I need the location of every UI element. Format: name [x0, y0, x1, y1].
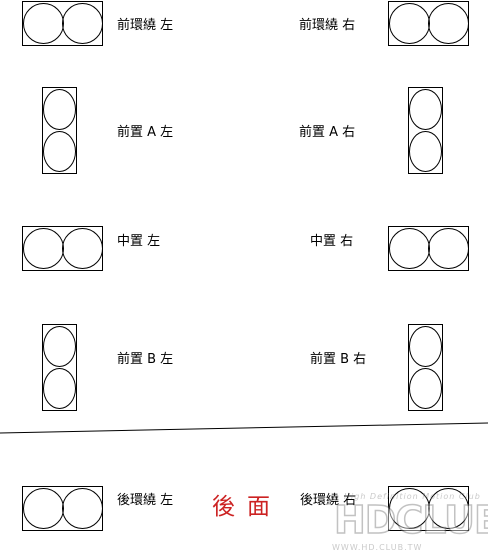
speaker-front-b-left [42, 324, 77, 411]
speaker-cone [43, 131, 76, 172]
speaker-cone [43, 326, 76, 367]
speaker-center-left [22, 226, 103, 271]
speaker-front-surround-right [388, 1, 469, 46]
speaker-cone [409, 368, 442, 409]
label-front-surround-left: 前環繞 左 [117, 18, 174, 33]
speaker-cone [409, 89, 442, 130]
speaker-cone [62, 3, 103, 44]
speaker-front-a-right [408, 87, 443, 174]
label-center-left: 中置 左 [117, 234, 161, 249]
label-front-a-left: 前置 A 左 [117, 125, 174, 140]
watermark-logo: HDCLUB [333, 498, 488, 542]
speaker-cone [62, 228, 103, 269]
speaker-rear-surround-right [388, 486, 469, 531]
label-rear-surround-right: 後環繞 右 [300, 493, 357, 508]
speaker-cone [409, 131, 442, 172]
label-front-b-left: 前置 B 左 [117, 352, 174, 367]
speaker-center-right [388, 226, 469, 271]
speaker-front-a-left [42, 87, 77, 174]
speaker-front-surround-left [22, 1, 103, 46]
rear-title: 後面 [212, 494, 282, 520]
label-rear-surround-left: 後環繞 左 [117, 493, 174, 508]
speaker-cone [428, 488, 469, 529]
speaker-cone [43, 368, 76, 409]
hdclub-watermark: High Definition Motion Club HDCLUB WWW.H… [330, 492, 488, 553]
speaker-cone [428, 228, 469, 269]
watermark-tagline: High Definition Motion Club [344, 492, 481, 501]
speaker-front-b-right [408, 324, 443, 411]
label-front-a-right: 前置 A 右 [299, 125, 356, 140]
speaker-cone [43, 89, 76, 130]
speaker-cone [23, 488, 64, 529]
label-center-right: 中置 右 [310, 234, 354, 249]
watermark-url: WWW.HD.CLUB.TW [332, 543, 423, 552]
label-front-surround-right: 前環繞 右 [299, 18, 356, 33]
speaker-cone [409, 326, 442, 367]
speaker-rear-surround-left [22, 486, 103, 531]
label-front-b-right: 前置 B 右 [310, 352, 367, 367]
speaker-cone [428, 3, 469, 44]
speaker-cone [62, 488, 103, 529]
